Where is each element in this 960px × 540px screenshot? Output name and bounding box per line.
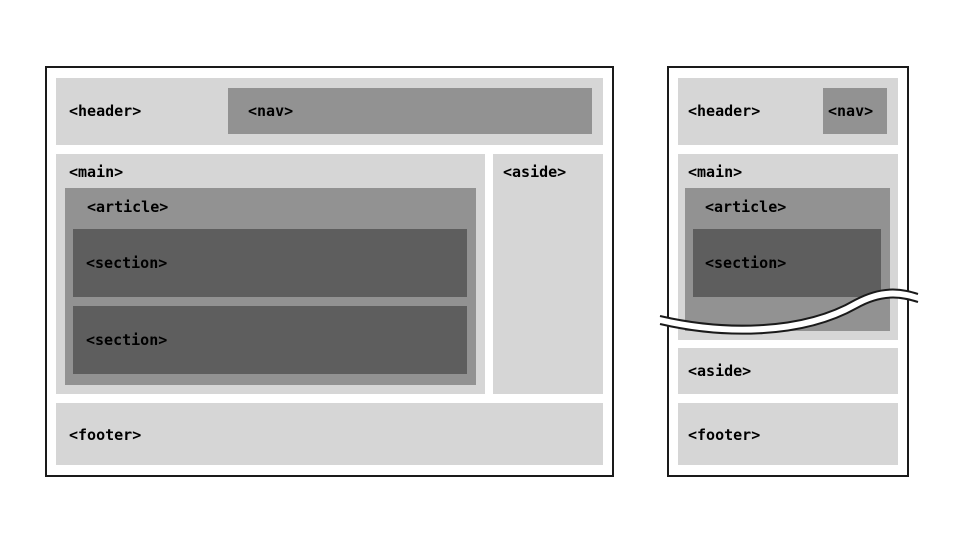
wide-article-label: <article> <box>87 198 169 216</box>
narrow-main-box: <main> <article> <section> <box>678 154 898 340</box>
wide-header-box: <header> <nav> <box>56 78 603 145</box>
wide-main-label: <main> <box>69 163 124 181</box>
wide-main-box: <main> <article> <section> <section> <box>56 154 485 394</box>
wide-nav-box: <nav> <box>228 88 592 134</box>
narrow-section-box: <section> <box>693 229 881 297</box>
narrow-article-label: <article> <box>705 198 787 216</box>
narrow-header-box: <header> <nav> <box>678 78 898 145</box>
wide-section-label-1: <section> <box>86 254 168 272</box>
narrow-aside-label: <aside> <box>688 362 752 380</box>
wide-nav-label: <nav> <box>248 102 294 120</box>
narrow-section-label: <section> <box>705 254 787 272</box>
narrow-aside-box: <aside> <box>678 348 898 394</box>
wide-aside-box: <aside> <box>493 154 603 394</box>
wide-aside-label: <aside> <box>503 163 567 181</box>
narrow-main-label: <main> <box>688 163 743 181</box>
narrow-article-box: <article> <section> <box>685 188 890 331</box>
wide-section-box-2: <section> <box>73 306 467 374</box>
wide-section-box-1: <section> <box>73 229 467 297</box>
narrow-nav-label: <nav> <box>828 102 874 120</box>
narrow-footer-label: <footer> <box>688 426 761 444</box>
wide-section-label-2: <section> <box>86 331 168 349</box>
wide-article-box: <article> <section> <section> <box>65 188 476 385</box>
narrow-header-label: <header> <box>688 102 761 120</box>
narrow-nav-box: <nav> <box>823 88 887 134</box>
wide-footer-box: <footer> <box>56 403 603 465</box>
wide-footer-label: <footer> <box>69 426 142 444</box>
narrow-footer-box: <footer> <box>678 403 898 465</box>
wide-header-label: <header> <box>69 102 142 120</box>
